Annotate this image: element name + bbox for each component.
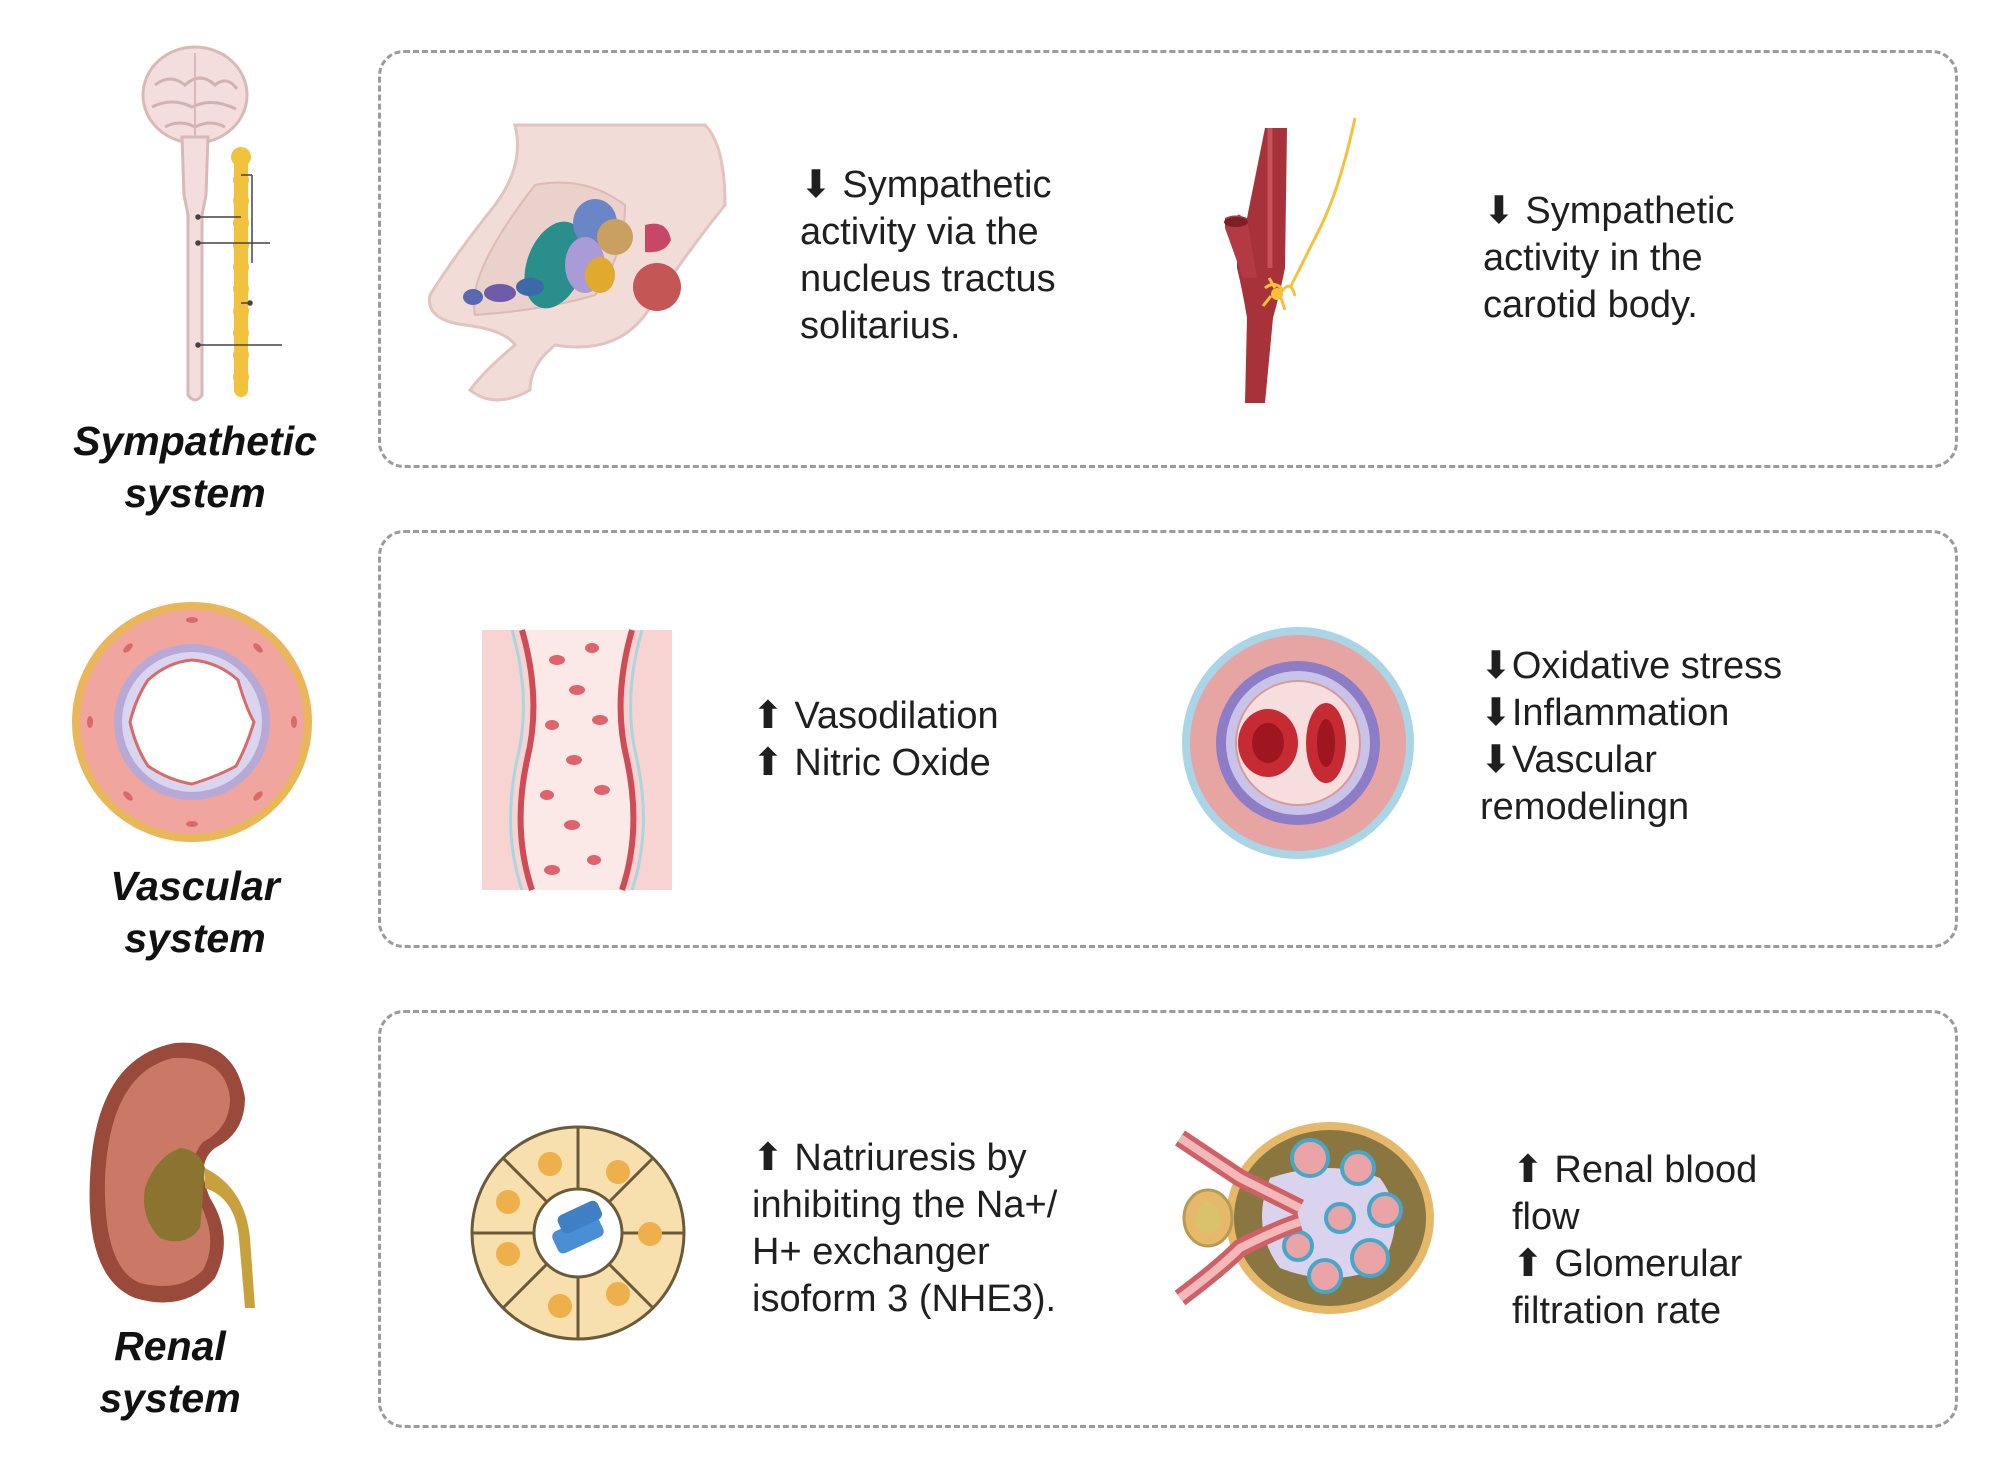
carotid-artery-icon [1224, 117, 1357, 403]
effect-vasodilation: ⬆ Vasodilation⬆ Nitric Oxide [752, 695, 999, 784]
brainstem-nuclei-icon [427, 123, 727, 402]
vessel-cross-section-rbc-icon [1182, 627, 1414, 859]
glomerulus-icon [1174, 1122, 1434, 1314]
kidney-icon [89, 1042, 255, 1308]
blood-vessel-longitudinal-icon [482, 629, 672, 891]
panel-vascular [378, 530, 1958, 948]
artery-cross-section-icon [72, 602, 312, 842]
tubule-epithelium-icon [470, 1125, 686, 1341]
panel-sympathetic [378, 50, 1958, 468]
brain-spinal-cord-icon [141, 45, 282, 402]
panel-renal [378, 1010, 1958, 1428]
